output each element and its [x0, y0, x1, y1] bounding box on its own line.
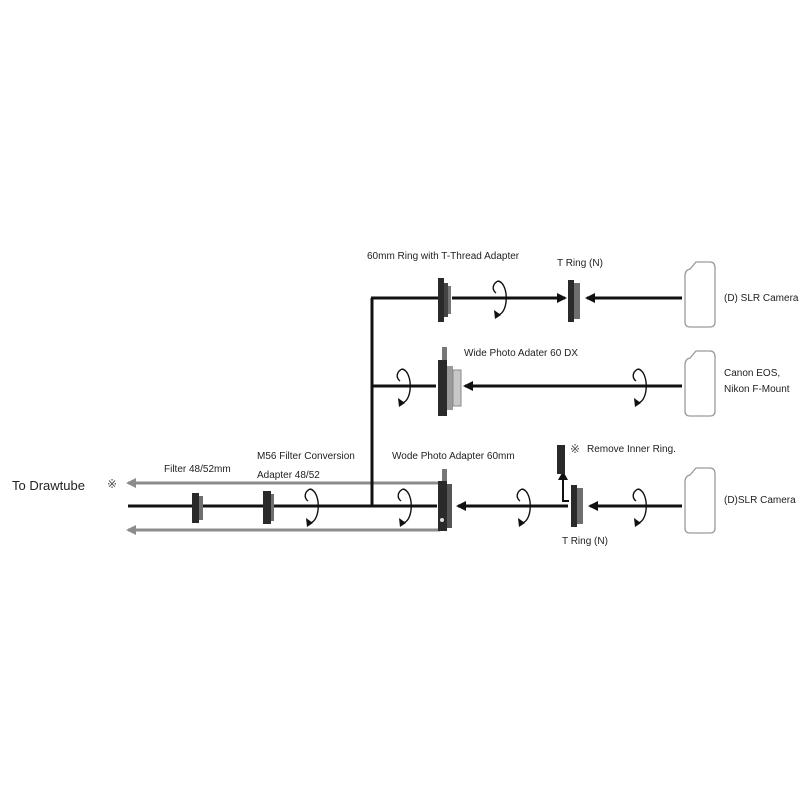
reference-mark-icon: ※ [570, 442, 581, 456]
reference-mark-icon: ※ [107, 477, 118, 491]
ring-60mm-t-thread-label: 60mm Ring with T-Thread Adapter [367, 251, 520, 262]
nikon-f-mount-label: Nikon F-Mount [724, 384, 790, 395]
rotation-icon [632, 488, 647, 527]
inner-ring-arrow [562, 478, 569, 502]
filter-48-52mm-label: Filter 48/52mm [164, 464, 231, 475]
rotation-icon [492, 280, 507, 319]
inner-ring-arrow-head [558, 471, 568, 480]
filter-48-52-part [192, 493, 203, 523]
wide-photo-adapter-60dx-part [438, 347, 462, 416]
t-ring-top-label: T Ring (N) [557, 258, 603, 269]
dslr-camera-bottom-label: (D)SLR Camera [724, 495, 796, 506]
camera-outline-icon [684, 467, 716, 534]
t-ring-top-part [568, 280, 580, 322]
dslr-camera-top-label: (D) SLR Camera [724, 293, 799, 304]
inner-ring-part [557, 445, 565, 474]
camera-outline-icon [684, 350, 716, 417]
remove-inner-ring-label: Remove Inner Ring. [587, 444, 676, 455]
m56-filter-conversion-label: M56 Filter Conversion [257, 451, 355, 462]
rotation-icon [304, 488, 319, 527]
to-drawtube-label: To Drawtube [12, 478, 85, 493]
m56-filter-adapter-part [263, 491, 274, 524]
rotation-icon [397, 488, 412, 527]
wide-photo-adapter-60dx-label: Wide Photo Adater 60 DX [464, 348, 578, 359]
adapter-48-52-label: Adapter 48/52 [257, 470, 320, 481]
camera-outline-icon [684, 261, 716, 328]
wide-photo-adapter-60mm-part [438, 469, 452, 531]
wide-photo-adapter-60mm-label: Wode Photo Adapter 60mm [392, 451, 515, 462]
rotation-icon [632, 368, 647, 407]
t-ring-bottom-part [571, 485, 583, 527]
t-ring-bottom-label: T Ring (N) [562, 536, 608, 547]
rotation-icon [396, 368, 411, 407]
rotation-icon [516, 488, 531, 527]
canon-eos-label: Canon EOS, [724, 368, 781, 379]
ring-60mm-t-thread-part [438, 278, 451, 322]
